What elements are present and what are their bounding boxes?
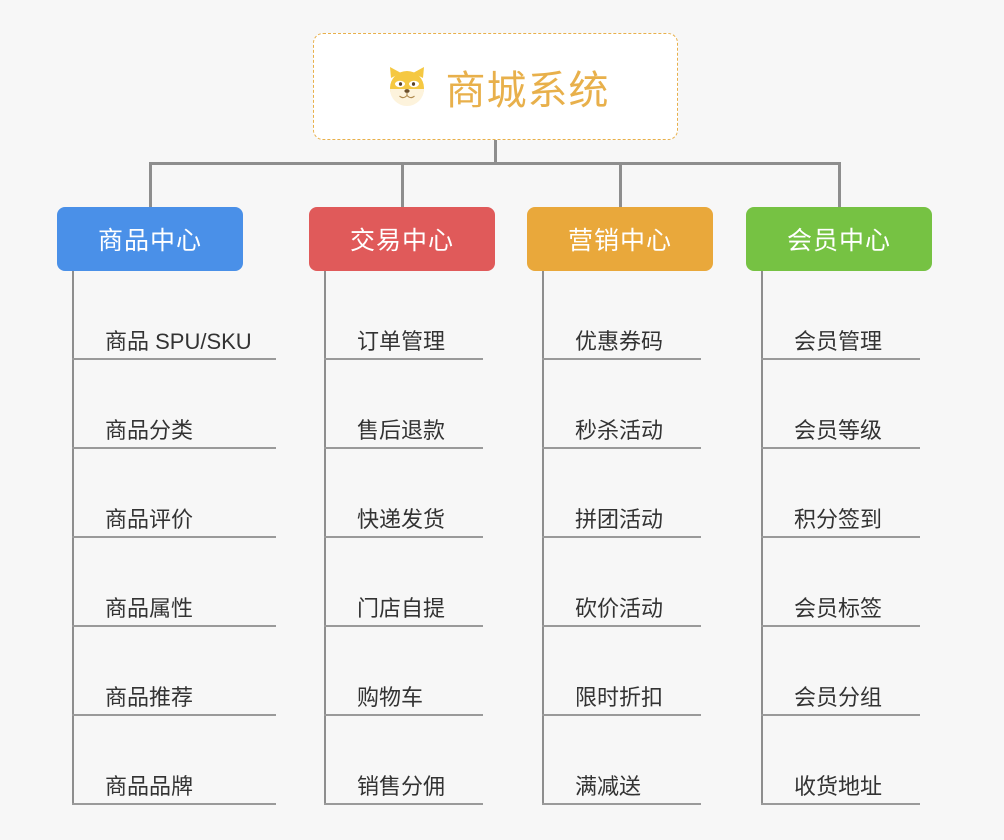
root-node-mall-system[interactable]: 商城系统 [313, 33, 678, 140]
leaf-item-underline [324, 625, 483, 627]
category-label: 交易中心 [349, 227, 454, 255]
connector-horizontal-bus [149, 162, 841, 165]
leaf-item[interactable]: 购物车 [324, 627, 483, 716]
leaf-item-underline [542, 625, 701, 627]
leaf-item-label: 销售分佣 [357, 773, 446, 799]
leaf-item-label: 订单管理 [357, 328, 446, 354]
leaf-item-label: 限时折扣 [575, 684, 664, 710]
leaf-item[interactable]: 收货地址 [761, 716, 920, 805]
leaf-item-underline [542, 803, 701, 805]
leaf-item-underline [761, 625, 920, 627]
leaf-item[interactable]: 商品品牌 [72, 716, 276, 805]
connector-drop-3 [619, 162, 622, 207]
leaf-item-label: 商品属性 [105, 595, 194, 621]
leaf-item-underline [761, 447, 920, 449]
leaf-item[interactable]: 售后退款 [324, 360, 483, 449]
leaf-item-underline [542, 358, 701, 360]
root-node-title: 商城系统 [445, 68, 610, 113]
leaf-item[interactable]: 商品推荐 [72, 627, 276, 716]
leaf-item-label: 会员分组 [794, 684, 883, 710]
category-label: 商品中心 [97, 227, 202, 255]
leaf-item-underline [542, 447, 701, 449]
category-label: 营销中心 [567, 227, 672, 255]
column-spine [72, 271, 74, 805]
category-box-4[interactable]: 会员中心 [746, 207, 932, 271]
leaf-item-underline [324, 536, 483, 538]
leaf-item[interactable]: 商品 SPU/SKU [72, 271, 276, 360]
leaf-item-underline [72, 536, 276, 538]
connector-drop-4 [838, 162, 841, 207]
leaf-column-3: 优惠券码秒杀活动拼团活动砍价活动限时折扣满减送 [542, 271, 701, 805]
leaf-item-underline [761, 803, 920, 805]
leaf-item[interactable]: 积分签到 [761, 449, 920, 538]
leaf-item-underline [324, 358, 483, 360]
leaf-item[interactable]: 会员标签 [761, 538, 920, 627]
leaf-item-label: 购物车 [357, 684, 424, 710]
leaf-item[interactable]: 砍价活动 [542, 538, 701, 627]
leaf-item-underline [324, 803, 483, 805]
leaf-item[interactable]: 拼团活动 [542, 449, 701, 538]
category-label: 会员中心 [786, 227, 891, 255]
leaf-item-label: 会员等级 [794, 417, 883, 443]
leaf-column-4: 会员管理会员等级积分签到会员标签会员分组收货地址 [761, 271, 920, 805]
leaf-item-underline [72, 625, 276, 627]
leaf-item-underline [72, 714, 276, 716]
leaf-item-underline [761, 714, 920, 716]
leaf-item-label: 秒杀活动 [575, 417, 664, 443]
leaf-item-label: 满减送 [575, 773, 642, 799]
leaf-item-label: 收货地址 [794, 773, 883, 799]
leaf-item-label: 商品评价 [105, 506, 194, 532]
leaf-item-label: 积分签到 [794, 506, 883, 532]
leaf-item[interactable]: 门店自提 [324, 538, 483, 627]
leaf-item[interactable]: 快递发货 [324, 449, 483, 538]
leaf-item-label: 商品推荐 [105, 684, 194, 710]
leaf-item[interactable]: 商品评价 [72, 449, 276, 538]
leaf-item-label: 商品分类 [105, 417, 194, 443]
leaf-item-label: 门店自提 [357, 595, 446, 621]
leaf-item[interactable]: 订单管理 [324, 271, 483, 360]
leaf-item-label: 优惠券码 [575, 328, 664, 354]
column-spine [324, 271, 326, 805]
leaf-item[interactable]: 秒杀活动 [542, 360, 701, 449]
leaf-item[interactable]: 商品分类 [72, 360, 276, 449]
column-spine [542, 271, 544, 805]
connector-drop-1 [149, 162, 152, 207]
leaf-item-label: 售后退款 [357, 417, 446, 443]
category-box-2[interactable]: 交易中心 [309, 207, 495, 271]
leaf-item-underline [761, 536, 920, 538]
leaf-item[interactable]: 满减送 [542, 716, 701, 805]
leaf-item-underline [324, 714, 483, 716]
leaf-item[interactable]: 销售分佣 [324, 716, 483, 805]
leaf-item-label: 会员管理 [794, 328, 883, 354]
column-spine [761, 271, 763, 805]
leaf-item-underline [542, 714, 701, 716]
leaf-item-underline [72, 447, 276, 449]
leaf-item-underline [72, 358, 276, 360]
leaf-item[interactable]: 优惠券码 [542, 271, 701, 360]
leaf-item-label: 砍价活动 [575, 595, 664, 621]
connector-root-stem [494, 140, 497, 164]
leaf-item[interactable]: 会员管理 [761, 271, 920, 360]
leaf-item-underline [72, 803, 276, 805]
leaf-item[interactable]: 会员分组 [761, 627, 920, 716]
category-box-1[interactable]: 商品中心 [57, 207, 243, 271]
leaf-item-underline [324, 447, 483, 449]
shiba-dog-face-icon [382, 62, 432, 112]
leaf-item-label: 拼团活动 [575, 506, 664, 532]
leaf-item-label: 商品 SPU/SKU [105, 328, 252, 354]
leaf-item-underline [761, 358, 920, 360]
leaf-item-label: 商品品牌 [105, 773, 194, 799]
leaf-item[interactable]: 会员等级 [761, 360, 920, 449]
leaf-item[interactable]: 限时折扣 [542, 627, 701, 716]
leaf-item[interactable]: 商品属性 [72, 538, 276, 627]
leaf-column-1: 商品 SPU/SKU 商品分类商品评价商品属性商品推荐商品品牌 [72, 271, 276, 805]
leaf-item-label: 快递发货 [357, 506, 446, 532]
leaf-column-2: 订单管理售后退款快递发货门店自提购物车销售分佣 [324, 271, 483, 805]
leaf-item-label: 会员标签 [794, 595, 883, 621]
category-box-3[interactable]: 营销中心 [527, 207, 713, 271]
leaf-item-underline [542, 536, 701, 538]
connector-drop-2 [401, 162, 404, 207]
